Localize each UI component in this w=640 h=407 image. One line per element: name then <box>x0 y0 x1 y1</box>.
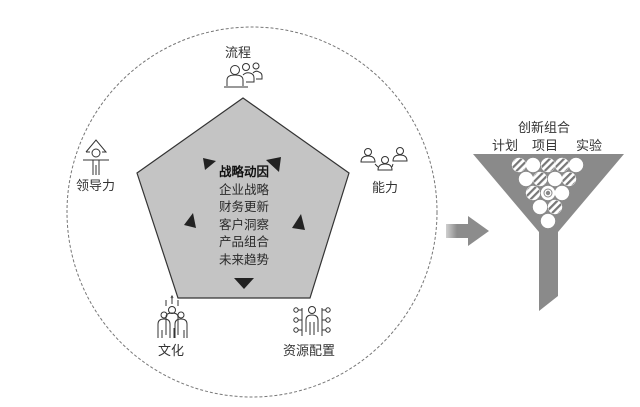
factor-label-leadership: 领导力 <box>76 179 116 194</box>
factor-label-resource-allocation: 资源配置 <box>283 344 336 359</box>
funnel-icon <box>473 154 624 311</box>
funnel-category-experiment: 实验 <box>576 139 603 154</box>
rotation-arrows-icon <box>184 157 305 289</box>
people-group-icon <box>224 62 263 88</box>
factor-label-capability: 能力 <box>372 181 399 196</box>
driver-item: 财务更新 <box>218 199 269 215</box>
funnel-category-project: 项目 <box>532 139 559 154</box>
strategy-pentagon <box>136 97 350 299</box>
strategy-drivers-list: 战略动因 企业战略 财务更新 客户洞察 产品组合 未来趋势 <box>203 163 285 269</box>
driver-item: 未来趋势 <box>218 251 269 267</box>
team-network-icon <box>360 147 408 171</box>
driver-item: 产品组合 <box>218 234 269 250</box>
funnel-category-plan: 计划 <box>492 139 519 154</box>
leader-arrow-icon <box>83 139 109 175</box>
factor-label-culture: 文化 <box>158 344 185 359</box>
funnel-title: 创新组合 <box>518 121 571 136</box>
outer-dashed-circle <box>66 26 438 398</box>
driver-item: 企业战略 <box>218 181 269 197</box>
right-arrow-icon <box>446 216 489 246</box>
innovation-balls <box>511 157 584 229</box>
driver-item: 客户洞察 <box>218 216 269 232</box>
target-ball-icon <box>543 188 553 198</box>
person-connections-icon <box>293 306 331 336</box>
strategy-drivers-title: 战略动因 <box>218 164 269 179</box>
factor-label-process: 流程 <box>225 46 252 61</box>
people-culture-icon <box>157 294 188 338</box>
